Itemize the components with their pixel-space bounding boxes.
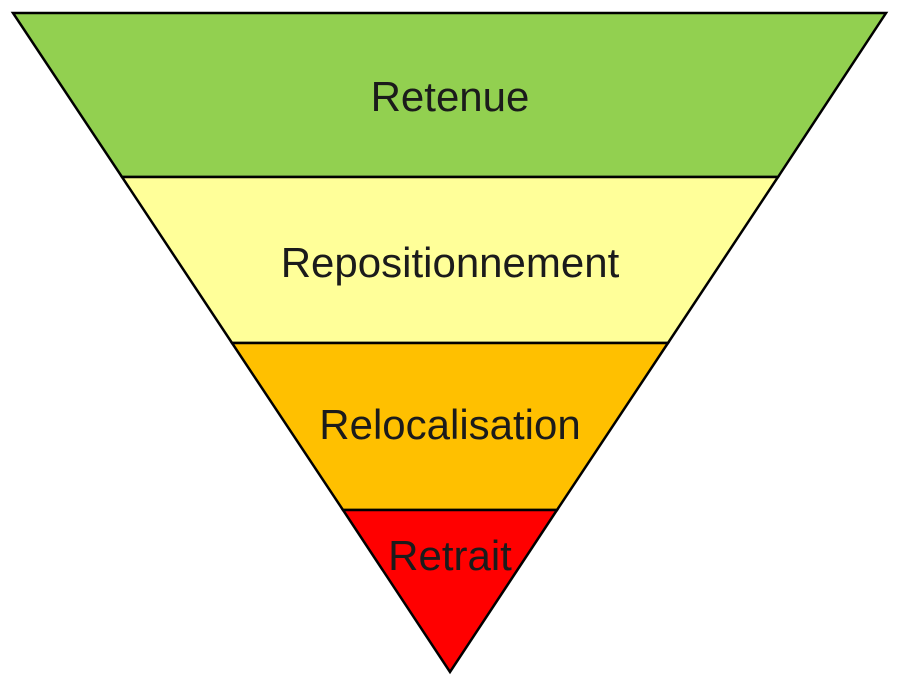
level-3-label: Relocalisation	[319, 401, 580, 448]
level-4-label: Retrait	[388, 532, 512, 579]
level-1-label: Retenue	[371, 73, 530, 120]
level-2-label: Repositionnement	[281, 239, 620, 286]
level-4-shape	[340, 508, 560, 675]
